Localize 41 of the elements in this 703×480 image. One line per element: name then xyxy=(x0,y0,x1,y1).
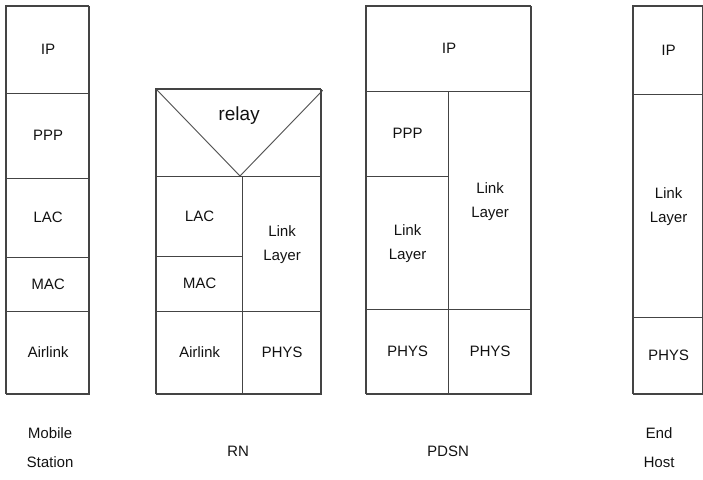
layer-cell xyxy=(633,317,703,395)
layer-label: LAC xyxy=(184,206,214,226)
layer-label: Airlink xyxy=(28,343,68,363)
layer-cell xyxy=(6,311,90,395)
layer-label: Link Layer xyxy=(262,222,302,266)
layer-label: PHYS xyxy=(262,343,302,363)
protocol-stack xyxy=(365,5,531,394)
protocol-stack xyxy=(155,88,321,394)
layer-label: PPP xyxy=(392,124,422,144)
layer-label: IP xyxy=(442,39,456,59)
layer-cell xyxy=(366,309,449,395)
stack-caption: RN xyxy=(226,442,250,462)
layer-cell xyxy=(6,93,90,179)
stack-caption: End Host xyxy=(642,424,676,472)
layer-label: PHYS xyxy=(648,346,689,366)
stack-caption: Mobile Station xyxy=(26,424,74,472)
layer-label: Airlink xyxy=(179,343,220,363)
layer-label: LAC xyxy=(33,208,63,228)
layer-cell xyxy=(242,311,322,395)
layer-label: relay xyxy=(218,103,260,127)
layer-cell xyxy=(633,6,703,95)
layer-label: Link Layer xyxy=(388,221,428,265)
layer-cell xyxy=(6,178,90,258)
layer-cell xyxy=(366,6,532,92)
layer-label: Link Layer xyxy=(648,184,688,228)
stack-caption: PDSN xyxy=(426,442,470,462)
layer-label: IP xyxy=(661,40,676,60)
protocol-stack xyxy=(5,5,89,394)
layer-cell xyxy=(156,311,243,395)
layer-cell xyxy=(6,257,90,312)
layer-label: PHYS xyxy=(470,342,510,362)
layer-label: Link Layer xyxy=(470,178,510,222)
protocol-stack xyxy=(632,5,703,394)
layer-label: PPP xyxy=(32,126,63,146)
layer-label: PHYS xyxy=(387,342,428,362)
layer-cell xyxy=(6,6,90,94)
relay-cell xyxy=(156,89,322,177)
layer-cell xyxy=(448,309,532,395)
layer-label: MAC xyxy=(31,274,65,294)
layer-label: IP xyxy=(40,40,56,60)
layer-label: MAC xyxy=(182,274,216,294)
